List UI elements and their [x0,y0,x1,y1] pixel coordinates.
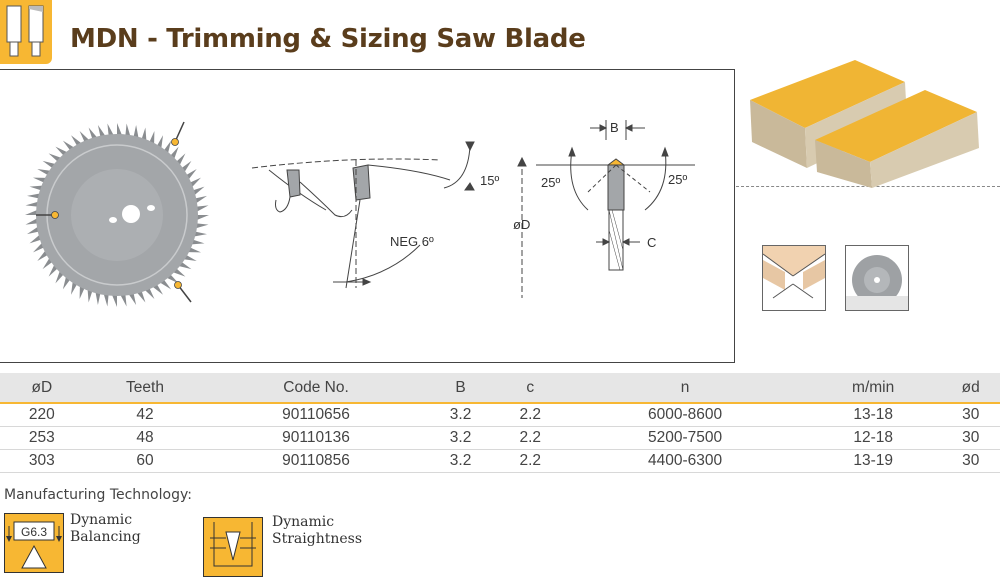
saw-tooth [27,193,40,199]
saw-tooth [144,288,155,299]
straightness-text: Dynamic Straightness [272,514,363,547]
saw-tooth [103,293,109,307]
saw-tooth [25,218,38,225]
saw-tooth [71,135,82,146]
cut-thumbnail-board [762,245,826,311]
balancing-text: Dynamic Balancing [70,512,141,545]
col-c: c [495,373,566,403]
saw-tooth [186,169,197,180]
saw-tooth [133,125,139,138]
right-bevel-label: 25º [668,172,687,187]
saw-tooth [136,291,146,303]
saw-tooth [107,123,114,136]
page-title: MDN - Trimming & Sizing Saw Blade [70,24,586,54]
saw-tooth [42,160,56,168]
saw-tooth [48,153,61,162]
left-bevel-label: 25º [541,175,560,190]
kerf-label: B [610,120,619,135]
saw-tooth [37,250,48,261]
diameter-label: øD [513,217,530,232]
balancing-badge-icon: G6.3 [4,513,64,573]
saw-tooth [157,135,163,149]
saw-tooth [196,215,209,220]
balancing-grade: G6.3 [21,525,47,539]
saw-tooth [42,257,53,270]
hook-angle-label: 15º [480,173,499,188]
saw-tooth [37,169,51,175]
saw-tooth [164,140,172,154]
saw-tooth [159,279,172,290]
cut-thumbnail-blade [845,245,909,311]
saw-blade-image [25,121,209,307]
saw-tooth [55,271,64,284]
saw-tooth [141,127,147,141]
col-bore: ød [941,373,1000,403]
saw-tooth [97,125,106,137]
saw-tooth [71,281,77,295]
saw-tooth [170,146,179,159]
tooth-geometry-drawing [251,141,527,298]
saw-tooth [195,223,209,229]
plate-label: C [647,235,656,250]
saw-tooth [79,131,90,142]
tooth-section-drawing [536,120,695,271]
saw-tooth [62,140,75,151]
saw-tooth [62,276,70,290]
saw-tooth [149,131,155,145]
saw-tooth [25,210,38,215]
col-n: n [565,373,805,403]
saw-tooth [25,201,39,207]
saw-tooth [112,294,117,307]
col-speed: m/min [804,373,942,403]
saw-tooth [128,293,137,305]
saw-tooth [88,127,98,139]
saw-tooth [166,274,179,284]
saw-tooth [48,264,58,277]
table-row: 253 48 90110136 3.2 2.2 5200-7500 12-18 … [0,426,1000,450]
neg-angle-label: NEG 6º [390,234,434,249]
saw-tooth [125,123,131,137]
saw-tooth [183,255,197,261]
saw-tooth [27,226,39,235]
saw-tooth [120,294,127,307]
saw-tooth [193,186,205,196]
col-code: Code No. [206,373,426,403]
saw-tooth [117,123,122,136]
saw-tooth [181,160,192,173]
saw-tooth [33,242,44,253]
technical-diagram: 15º NEG 6º øD [0,69,735,363]
table-row: 220 42 90110656 3.2 2.2 6000-8600 13-18 … [0,402,1000,427]
col-b: B [425,373,496,403]
saw-tooth [79,285,85,299]
saw-tooth [152,284,163,295]
saw-tooth [33,177,47,183]
saw-tooth [95,292,101,305]
saw-tooth [176,153,186,166]
saw-tooth [178,262,192,270]
saw-tooth [196,205,209,212]
straightness-badge-icon [203,517,263,577]
col-teeth: Teeth [83,373,207,403]
tooth-profile-icon [0,0,52,64]
saw-tooth [191,239,205,245]
saw-tooth [195,195,207,204]
saw-tooth [194,231,207,237]
spec-table: øD Teeth Code No. B c n m/min ød 220 42 … [0,373,1000,473]
saw-tooth [55,146,68,156]
col-diameter: øD [0,373,84,403]
saw-tooth [29,234,41,244]
saw-tooth [87,289,93,303]
manufacturing-label: Manufacturing Technology: [4,487,192,503]
saw-tooth [173,268,186,277]
saw-tooth [187,247,201,253]
laminated-board-image [745,60,985,195]
table-row: 303 60 90110856 3.2 2.2 4400-6300 13-19 … [0,449,1000,473]
saw-tooth [190,177,201,188]
saw-tooth [29,185,43,191]
